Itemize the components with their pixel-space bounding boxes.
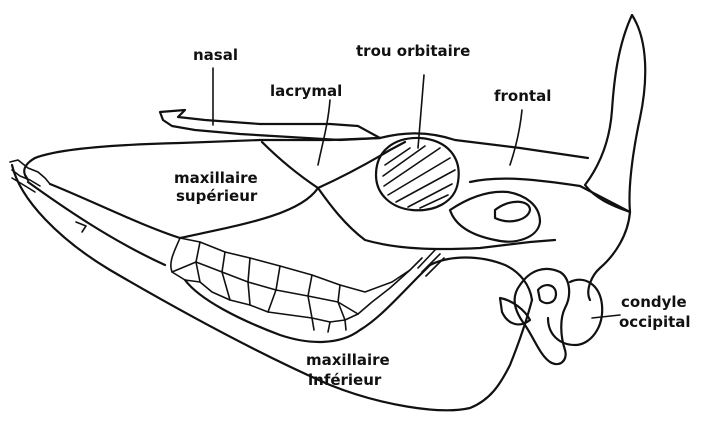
horn xyxy=(585,15,645,212)
label-condyle-1: condyle xyxy=(621,293,687,311)
occipital-process xyxy=(515,269,570,364)
label-maxillaire-superieur-1: maxillaire xyxy=(174,169,258,187)
label-condyle-2: occipital xyxy=(619,313,691,331)
leader-lacrymal xyxy=(318,100,330,165)
mandible-ramus xyxy=(430,258,532,301)
mandible-notch-shading xyxy=(418,250,444,276)
mental-foramen xyxy=(76,222,86,232)
skull-upper-outline xyxy=(35,133,588,158)
label-trou-orbitaire: trou orbitaire xyxy=(356,42,470,60)
lacrymal-bone xyxy=(262,142,405,188)
orbit-shading xyxy=(383,146,455,208)
leader-condyle xyxy=(592,315,620,318)
label-nasal: nasal xyxy=(193,46,238,64)
mandible-body xyxy=(185,265,430,342)
label-maxillaire-inferieur-2: inférieur xyxy=(308,371,382,389)
frontal-lower-line xyxy=(470,179,630,212)
label-lacrymal: lacrymal xyxy=(270,82,342,100)
leader-frontal xyxy=(510,110,522,165)
label-maxillaire-superieur-2: supérieur xyxy=(176,187,258,205)
nasal-bone xyxy=(160,110,380,140)
tooth-row xyxy=(171,238,422,332)
condyle-knob xyxy=(538,285,556,303)
label-frontal: frontal xyxy=(494,87,551,105)
temporal-fossa xyxy=(495,202,530,222)
label-maxillaire-inferieur-1: maxillaire xyxy=(306,351,390,369)
